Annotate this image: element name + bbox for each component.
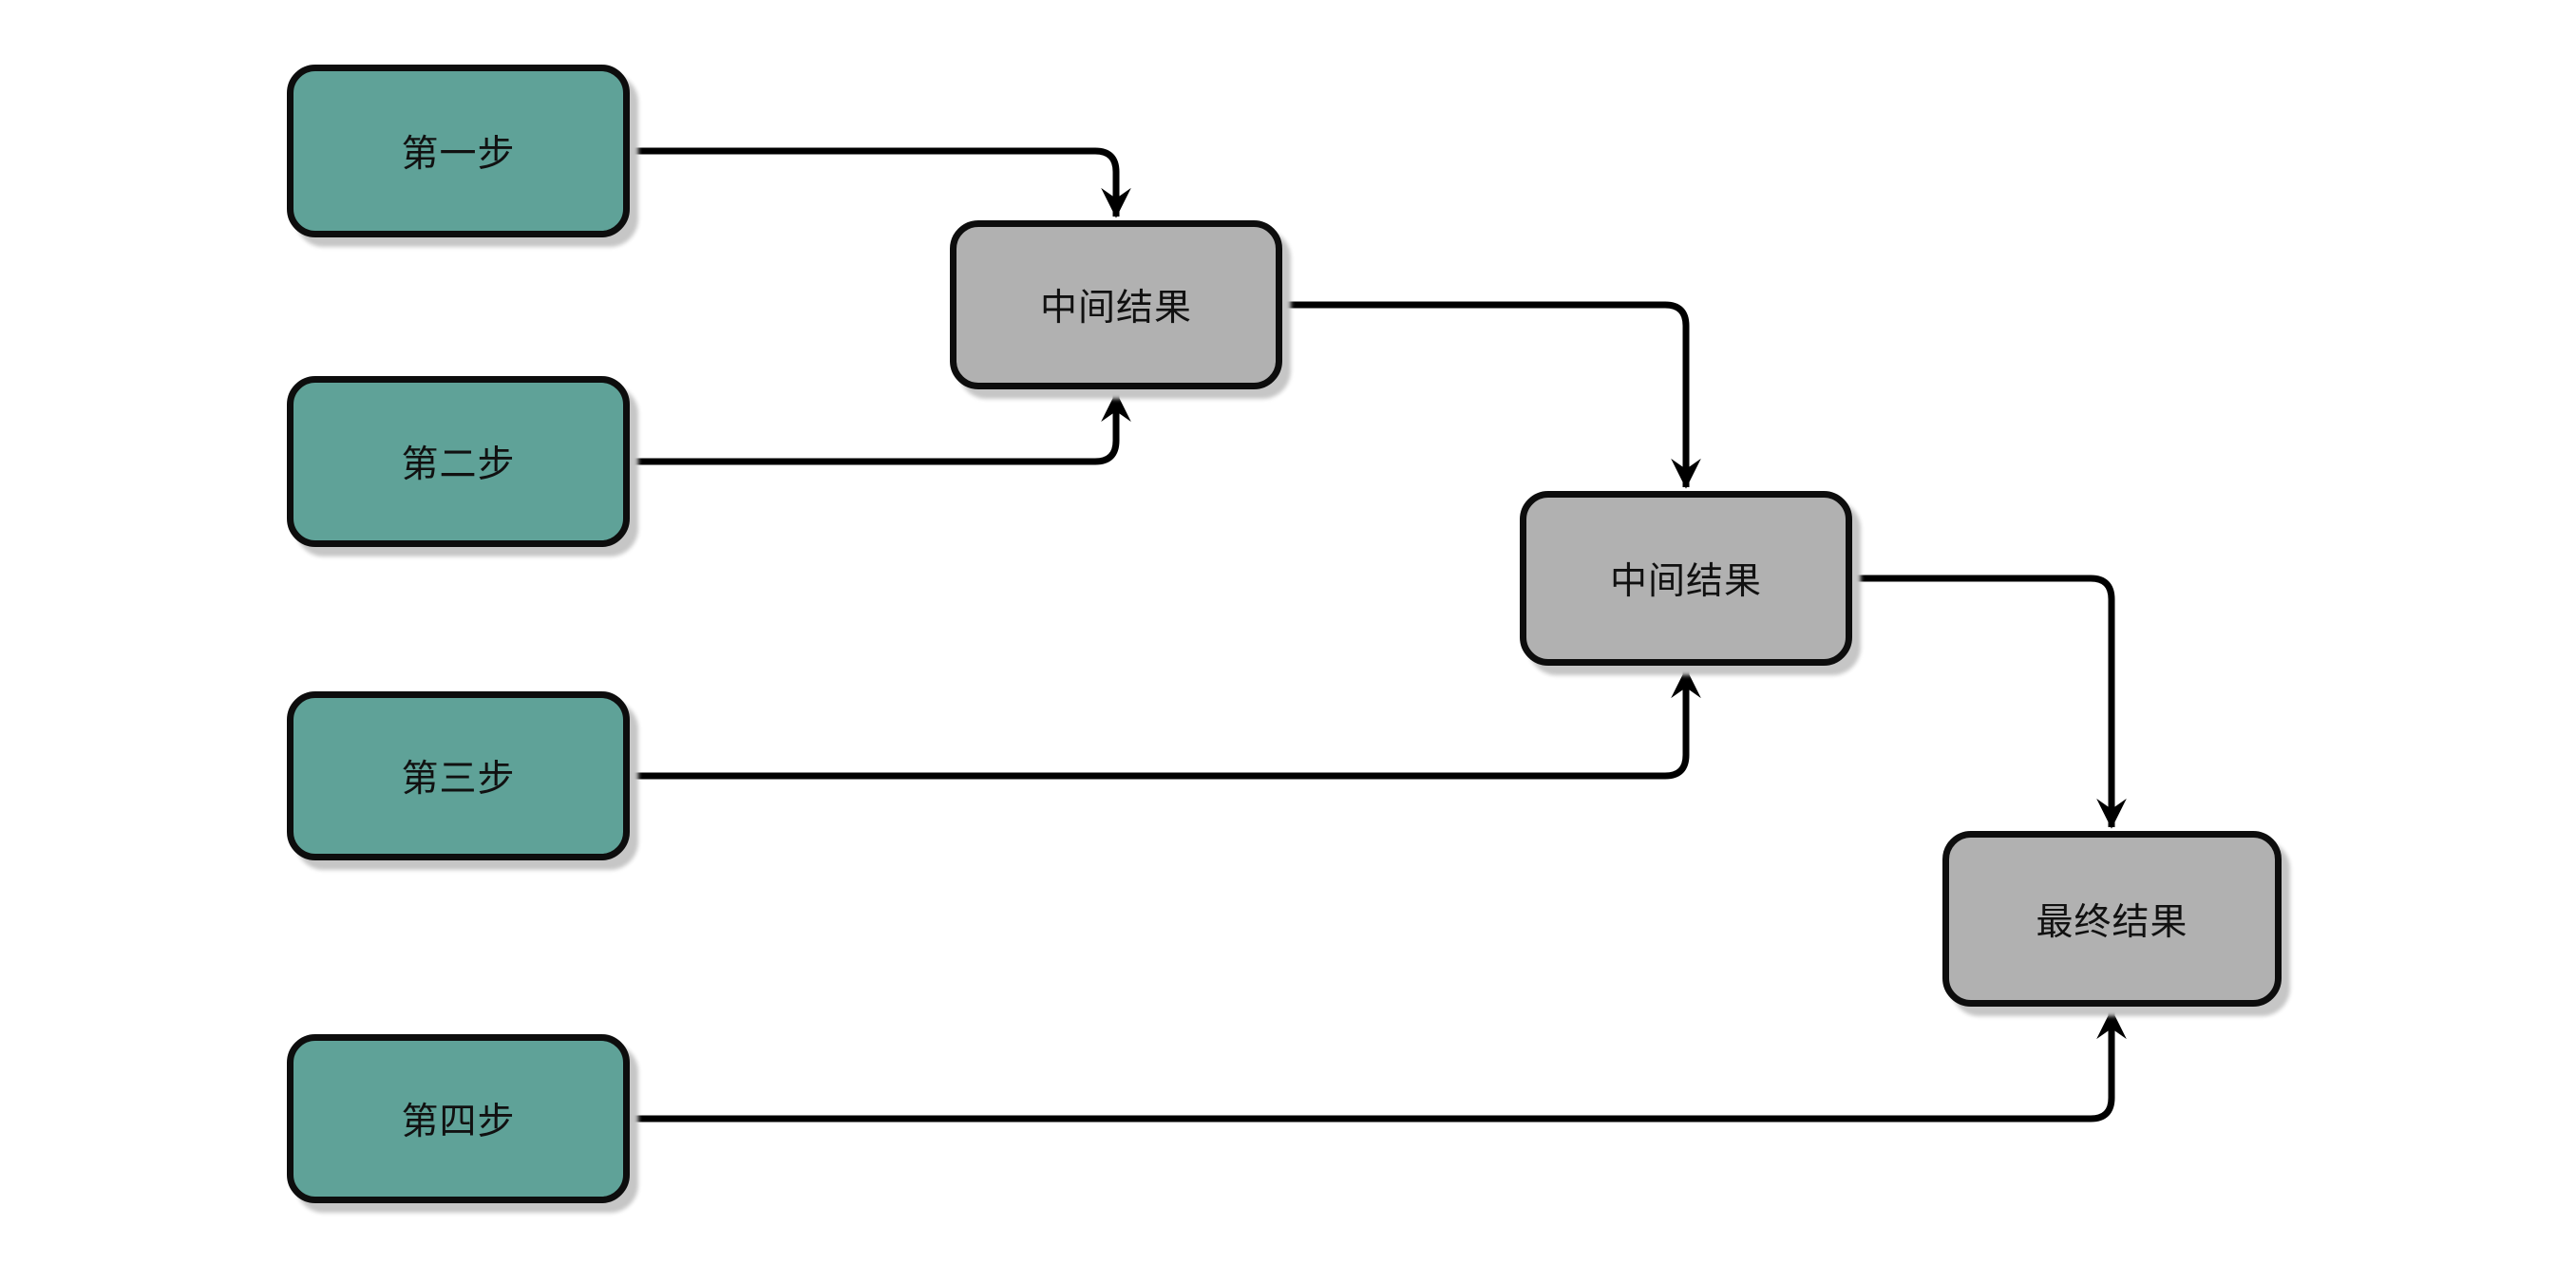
node-step-3: 第三步: [287, 691, 630, 860]
node-intermediate-result-1-label: 中间结果: [1039, 288, 1192, 329]
edge-step2-to-mid1: [630, 391, 1131, 465]
node-final-result-label: 最终结果: [2036, 901, 2188, 943]
node-final-result: 最终结果: [1942, 831, 2282, 1007]
node-step-1: 第一步: [287, 65, 630, 237]
edge-step3-to-mid2: [630, 668, 1701, 780]
node-intermediate-result-2: 中间结果: [1520, 491, 1852, 666]
node-intermediate-result-2-label: 中间结果: [1609, 561, 1762, 602]
edge-step4-to-final: [630, 1009, 2127, 1123]
node-step-4: 第四步: [287, 1034, 630, 1203]
node-step-2: 第二步: [287, 376, 630, 547]
node-step-4-label: 第四步: [401, 1102, 516, 1142]
node-step-1-label: 第一步: [401, 134, 516, 175]
node-intermediate-result-1: 中间结果: [950, 220, 1282, 389]
edge-mid2-to-final: [1852, 575, 2127, 829]
node-step-2-label: 第二步: [401, 444, 516, 485]
edge-step1-to-mid1: [630, 147, 1131, 218]
edge-mid1-to-mid2: [1282, 301, 1701, 489]
node-step-3-label: 第三步: [401, 759, 516, 800]
